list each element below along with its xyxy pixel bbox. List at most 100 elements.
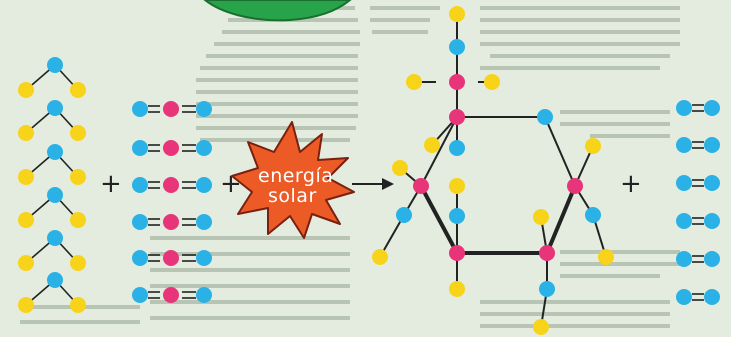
oxygen-atom xyxy=(449,140,465,156)
water-molecule xyxy=(18,272,86,313)
right-arrow-icon xyxy=(352,178,394,190)
oxygen-atom xyxy=(704,213,720,229)
starburst-icon xyxy=(231,121,355,239)
oxygen-atom xyxy=(132,250,148,266)
oxygen-atom xyxy=(196,177,212,193)
hydrogen-atom xyxy=(598,249,614,265)
water-molecule xyxy=(18,144,86,185)
carbon-dioxide-molecule xyxy=(132,140,212,156)
oxygen-atom xyxy=(132,214,148,230)
carbon-atom xyxy=(163,101,179,117)
oxygen-molecule xyxy=(676,100,720,116)
carbon-atom xyxy=(163,177,179,193)
carbon-dioxide-molecule xyxy=(132,101,212,117)
hydrogen-atom xyxy=(449,178,465,194)
glucose-molecule xyxy=(372,6,614,335)
oxygen-atom xyxy=(676,100,692,116)
hydrogen-atom xyxy=(70,169,86,185)
hydrogen-atom xyxy=(70,212,86,228)
glucose-bonds xyxy=(379,14,607,328)
oxygen-atom xyxy=(676,213,692,229)
glucose-atoms xyxy=(372,6,614,335)
energy-label-line2: solar xyxy=(268,185,317,207)
carbon-dioxide-molecule xyxy=(132,250,212,266)
hydrogen-atom xyxy=(449,6,465,22)
oxygen-atom xyxy=(676,137,692,153)
oxygen-atom xyxy=(47,187,63,203)
hydrogen-atom xyxy=(18,169,34,185)
hydrogen-atom xyxy=(449,281,465,297)
oxygen-atom xyxy=(537,109,553,125)
carbon-atom xyxy=(163,287,179,303)
oxygen-atom xyxy=(196,101,212,117)
oxygen-atom xyxy=(132,140,148,156)
hydrogen-atom xyxy=(585,138,601,154)
oxygen-atom xyxy=(196,287,212,303)
oxygen-atom xyxy=(132,177,148,193)
hydrogen-atom xyxy=(70,255,86,271)
hydrogen-atom xyxy=(533,319,549,335)
hydrogen-atom xyxy=(392,160,408,176)
hydrogen-atom xyxy=(18,255,34,271)
water-molecule xyxy=(18,57,86,98)
carbon-atom xyxy=(567,178,583,194)
oxygen-molecule xyxy=(676,213,720,229)
oxygen-atom xyxy=(47,144,63,160)
oxygen-atom xyxy=(47,57,63,73)
oxygen-atom xyxy=(585,207,601,223)
oxygen-atom xyxy=(676,251,692,267)
hydrogen-atom xyxy=(18,297,34,313)
oxygen-atom xyxy=(47,100,63,116)
oxygen-atom xyxy=(196,214,212,230)
hydrogen-atom xyxy=(533,209,549,225)
hydrogen-atom xyxy=(18,212,34,228)
oxygen-atom xyxy=(539,281,555,297)
oxygen-atom xyxy=(676,289,692,305)
oxygen-atom xyxy=(704,289,720,305)
oxygen-atom xyxy=(704,137,720,153)
hydrogen-atom xyxy=(484,74,500,90)
leaf-shape xyxy=(203,0,352,22)
oxygen-atom xyxy=(47,230,63,246)
hydrogen-atom xyxy=(18,82,34,98)
carbon-atom xyxy=(163,250,179,266)
background-text xyxy=(20,6,680,328)
carbon-atom xyxy=(449,245,465,261)
hydrogen-atom xyxy=(70,297,86,313)
oxygen-molecule xyxy=(676,251,720,267)
plus-sign-3: + xyxy=(620,169,642,199)
water-molecule xyxy=(18,187,86,228)
oxygen-atom xyxy=(132,101,148,117)
oxygen-molecule xyxy=(676,137,720,153)
energy-label-line1: energía xyxy=(258,165,333,187)
oxygen-atom xyxy=(449,39,465,55)
carbon-dioxide-molecule xyxy=(132,214,212,230)
hydrogen-atom xyxy=(424,137,440,153)
carbon-atom xyxy=(449,109,465,125)
oxygen-atom xyxy=(449,208,465,224)
hydrogen-atom xyxy=(70,125,86,141)
water-molecule xyxy=(18,100,86,141)
carbon-atom xyxy=(163,140,179,156)
carbon-dioxide-molecule xyxy=(132,287,212,303)
carbon-atom xyxy=(539,245,555,261)
carbon-atom xyxy=(163,214,179,230)
water-molecules xyxy=(18,57,86,313)
water-molecule xyxy=(18,230,86,271)
hydrogen-atom xyxy=(70,82,86,98)
oxygen-atom xyxy=(396,207,412,223)
oxygen-atom xyxy=(704,251,720,267)
oxygen-molecules xyxy=(676,100,720,305)
carbon-atom xyxy=(449,74,465,90)
oxygen-atom xyxy=(47,272,63,288)
oxygen-atom xyxy=(132,287,148,303)
plus-sign-1: + xyxy=(100,169,122,199)
hydrogen-atom xyxy=(406,74,422,90)
oxygen-atom xyxy=(704,175,720,191)
oxygen-atom xyxy=(196,140,212,156)
hydrogen-atom xyxy=(372,249,388,265)
carbon-atom xyxy=(413,178,429,194)
oxygen-molecule xyxy=(676,289,720,305)
oxygen-atom xyxy=(704,100,720,116)
